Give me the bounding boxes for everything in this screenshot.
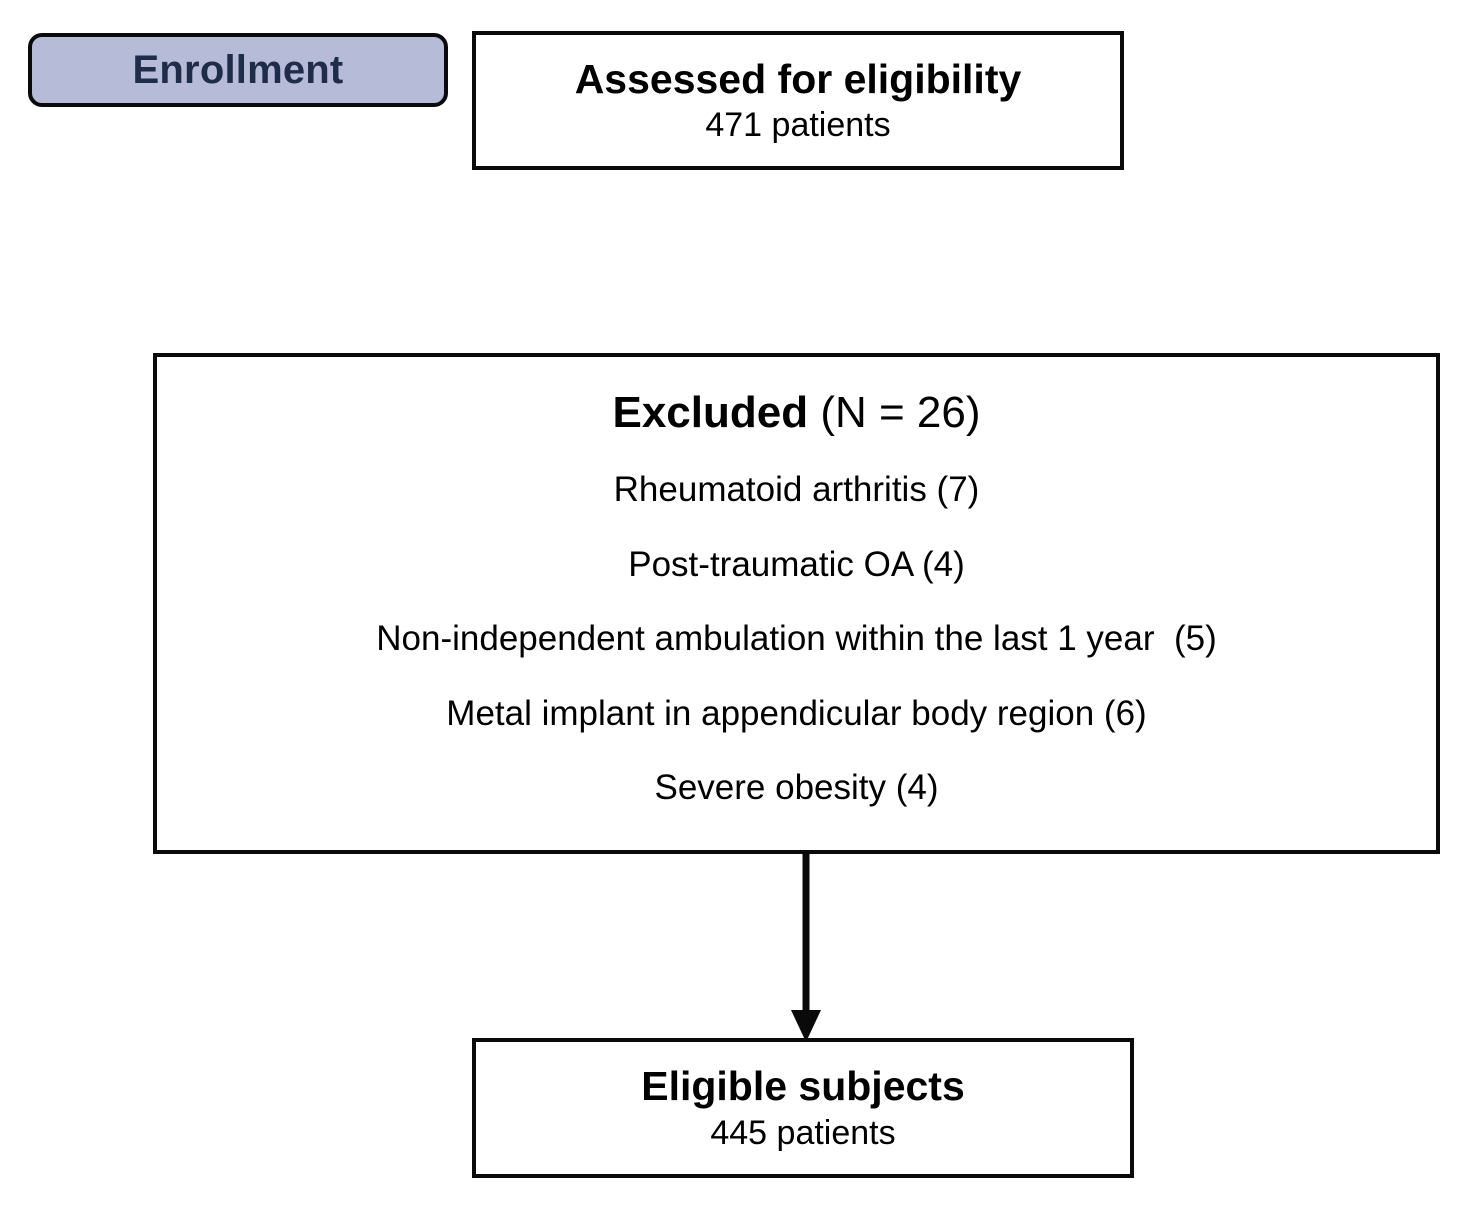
excluded-heading-count: (N = 26)	[820, 388, 981, 437]
excluded-reason-item: Severe obesity (4)	[654, 768, 939, 808]
excluded-reason-item: Rheumatoid arthritis (7)	[613, 470, 980, 510]
assessed-box-title: Assessed for eligibility	[574, 55, 1022, 102]
assessed-for-eligibility-box: Assessed for eligibility 471 patients	[472, 31, 1124, 170]
excluded-reasons-list: Rheumatoid arthritis (7) Post-traumatic …	[157, 471, 1436, 808]
eligible-box-count: 445 patients	[710, 1113, 896, 1152]
down-arrow-icon	[791, 850, 821, 1042]
stage-badge-label: Enrollment	[132, 48, 344, 92]
excluded-box: Excluded (N = 26) Rheumatoid arthritis (…	[153, 353, 1440, 854]
eligible-box-title: Eligible subjects	[641, 1063, 965, 1109]
eligible-subjects-box: Eligible subjects 445 patients	[472, 1038, 1134, 1178]
assessed-box-count: 471 patients	[705, 106, 891, 145]
excluded-box-heading: Excluded (N = 26)	[612, 388, 981, 437]
excluded-reason-item: Metal implant in appendicular body regio…	[446, 693, 1147, 733]
excluded-reason-item: Non-independent ambulation within the la…	[376, 619, 1217, 659]
excluded-heading-word: Excluded	[612, 388, 809, 437]
stage-badge-enrollment: Enrollment	[28, 33, 448, 107]
excluded-reason-item: Post-traumatic OA (4)	[628, 544, 965, 584]
